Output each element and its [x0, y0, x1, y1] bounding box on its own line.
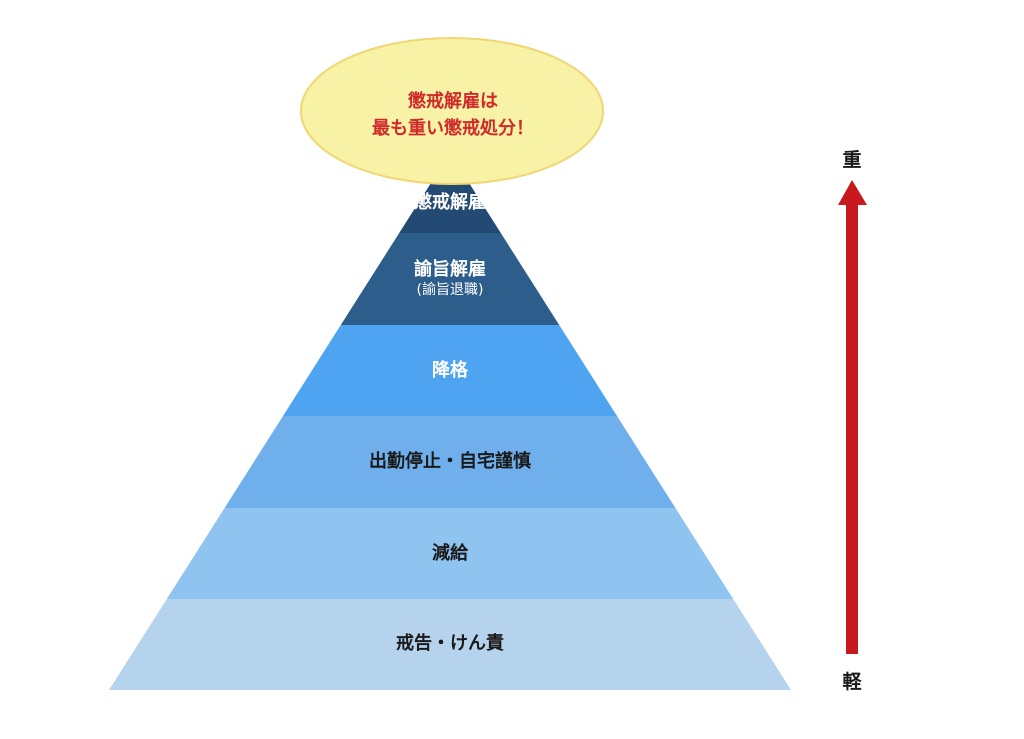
- tier-label-text: 戒告・けん責: [396, 633, 504, 654]
- pyramid-tier-1: [399, 180, 501, 233]
- callout-line-1: 懲戒解雇は: [408, 91, 498, 112]
- pyramid-tier-6: [109, 599, 791, 690]
- pyramid-tier-5: [166, 508, 734, 599]
- tier-label-1: 懲戒解雇: [0, 192, 900, 214]
- tier-label-text: 出勤停止・自宅謹慎: [369, 451, 531, 472]
- pyramid-tier-4: [224, 416, 676, 508]
- callout-line-2: 最も重い懲戒処分！: [372, 118, 534, 139]
- pyramid-tier-3: [282, 325, 618, 416]
- severity-heavy-label: 重: [842, 149, 862, 171]
- tier-label-6: 戒告・けん責: [0, 633, 900, 655]
- tier-sublabel-text: (諭旨退職): [416, 282, 484, 298]
- callout-text: 懲戒解雇は 最も重い懲戒処分！: [302, 88, 604, 142]
- severity-arrow-head-icon: [838, 180, 867, 205]
- tier-label-text: 諭旨解雇: [414, 259, 486, 280]
- severity-arrow-shaft: [846, 203, 858, 654]
- tier-label-text: 懲戒解雇: [414, 192, 486, 213]
- tier-label-4: 出勤停止・自宅謹慎: [0, 451, 900, 473]
- tier-label-text: 減給: [432, 543, 468, 564]
- tier-label-5: 減給: [0, 543, 900, 565]
- tier-label-text: 降格: [432, 360, 468, 381]
- severity-light-label: 軽: [842, 671, 862, 693]
- tier-label-2: 諭旨解雇 (諭旨退職): [0, 259, 900, 299]
- callout-bubble: [300, 37, 604, 185]
- tier-label-3: 降格: [0, 360, 900, 382]
- pyramid-tier-2: [340, 233, 560, 325]
